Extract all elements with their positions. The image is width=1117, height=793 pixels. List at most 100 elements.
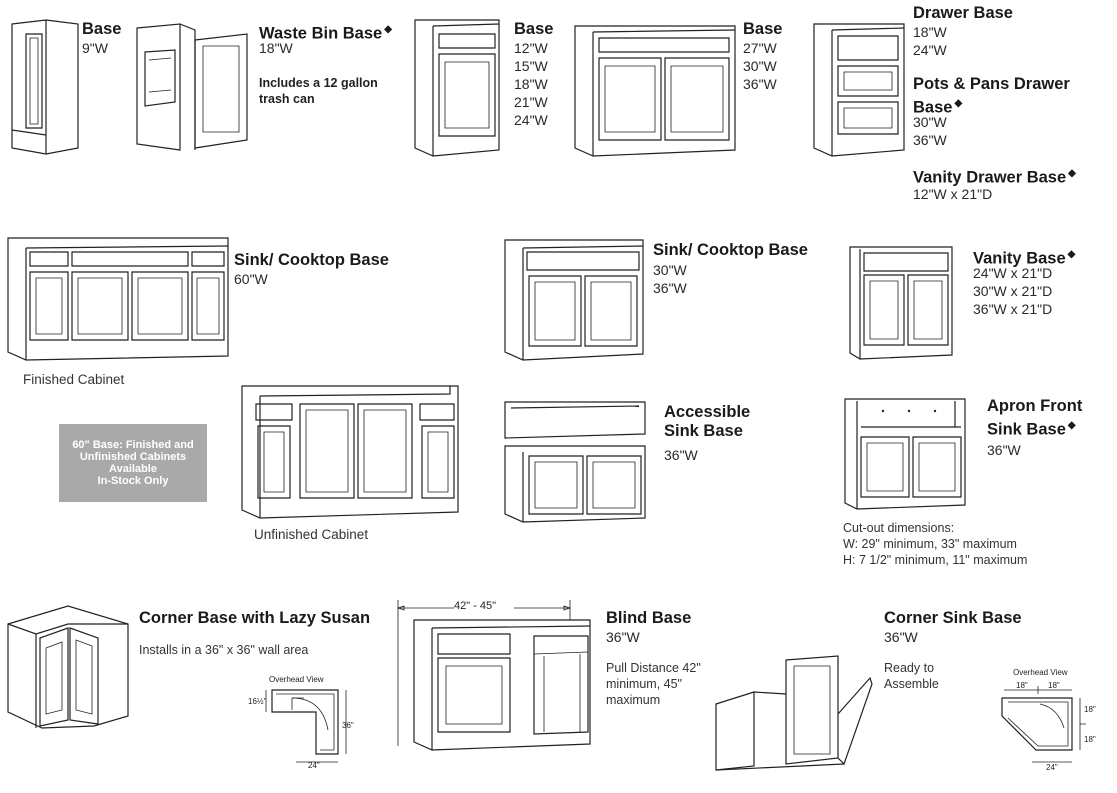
pots-pans-sizes: 30"W 36"W — [913, 113, 947, 149]
blind-base-size: 36"W — [606, 629, 640, 645]
drawer-base-illustration — [812, 22, 907, 160]
base-9w-title: Base — [82, 20, 122, 38]
diamond-icon: ◆ — [384, 24, 392, 35]
sink-60-size: 60"W — [234, 271, 268, 287]
blind-base-title: Blind Base — [606, 609, 692, 627]
in-stock-badge: 60" Base: Finished and Unfinished Cabine… — [59, 424, 207, 502]
size-item: 15"W — [514, 58, 548, 74]
finished-caption: Finished Cabinet — [23, 372, 125, 387]
base-12-24-illustration — [413, 18, 503, 158]
accessible-sink-illustration — [503, 400, 648, 525]
sink-30-36-sizes: 30"W 36"W — [653, 261, 687, 297]
sink-30-36-illustration — [503, 238, 647, 362]
base-27-36-illustration — [573, 24, 738, 159]
apron-cutout-title: Cut-out dimensions: — [843, 521, 955, 535]
lazy-overhead-diagram: 16½" 36" 24" — [248, 684, 354, 770]
pots-pans-title-line1: Pots & Pans Drawer — [913, 75, 1070, 93]
corner-dim-top2: 18" — [1048, 681, 1060, 690]
pots-pans-title-line2: Base◆ — [913, 94, 1070, 118]
size-item: 18"W — [514, 76, 548, 92]
apron-front-title: Apron Front Sink Base◆ — [987, 397, 1082, 440]
drawer-base-title: Drawer Base — [913, 4, 1013, 22]
lazy-susan-illustration — [6, 604, 131, 734]
corner-dim-top1: 18" — [1016, 681, 1028, 690]
blind-note-line1: Pull Distance 42" — [606, 661, 701, 675]
apron-front-title-line2: Sink Base◆ — [987, 416, 1082, 440]
apron-front-title-line1: Apron Front — [987, 397, 1083, 415]
waste-bin-note: Includes a 12 gallon trash can — [259, 76, 378, 106]
corner-sink-note-line2: Assemble — [884, 677, 939, 691]
diamond-icon: ◆ — [1067, 420, 1076, 431]
accessible-sink-title-line1: Accessible — [664, 403, 751, 421]
waste-bin-illustration — [135, 22, 250, 157]
size-item: 27"W — [743, 40, 777, 56]
vanity-base-illustration — [848, 243, 956, 361]
apron-front-size: 36"W — [987, 442, 1021, 458]
corner-sink-title: Corner Sink Base — [884, 609, 1022, 627]
size-item: 12"W — [514, 40, 548, 56]
corner-dim-r2: 18" — [1084, 735, 1096, 744]
vanity-base-title: Vanity Base◆ — [973, 245, 1075, 269]
lazy-overhead-label: Overhead View — [269, 675, 324, 684]
size-item: 36"W — [653, 280, 687, 296]
corner-sink-size: 36"W — [884, 629, 918, 645]
vanity-base-title-text: Vanity Base — [973, 249, 1066, 268]
pots-pans-title: Pots & Pans Drawer Base◆ — [913, 75, 1070, 118]
blind-note-line3: maximum — [606, 693, 661, 707]
in-stock-line2: Unfinished Cabinets — [79, 451, 187, 463]
size-item: 30"W — [913, 114, 947, 130]
sink-60-title: Sink/ Cooktop Base — [234, 251, 389, 269]
unfinished-caption: Unfinished Cabinet — [254, 527, 369, 542]
lazy-dim-a: 16½" — [248, 697, 267, 706]
corner-dim-bottom: 24" — [1046, 763, 1058, 772]
size-item: 24"W — [514, 112, 548, 128]
diamond-icon: ◆ — [1068, 168, 1076, 179]
blind-note-line2: minimum, 45" — [606, 677, 682, 691]
blind-base-illustration — [394, 596, 596, 764]
size-item: 30"W x 21"D — [973, 283, 1053, 299]
size-item: 24"W x 21"D — [973, 265, 1053, 281]
vanity-drawer-title-text: Vanity Drawer Base — [913, 168, 1067, 187]
apron-cutout-height: H: 7 1/2" minimum, 11" maximum — [843, 553, 1028, 567]
base-9w-illustration — [10, 18, 80, 158]
corner-sink-note: Ready to Assemble — [884, 660, 939, 692]
lazy-dim-b: 36" — [342, 721, 354, 730]
corner-dim-r1: 18" — [1084, 705, 1096, 714]
apron-front-title-line2-text: Sink Base — [987, 420, 1066, 439]
waste-bin-title: Waste Bin Base◆ — [259, 20, 392, 44]
diamond-icon: ◆ — [954, 98, 963, 109]
apron-cutout-width: W: 29" minimum, 33" maximum — [843, 537, 1017, 551]
lazy-susan-note: Installs in a 36" x 36" wall area — [139, 643, 309, 657]
lazy-susan-title: Corner Base with Lazy Susan — [139, 609, 371, 627]
accessible-sink-title: Accessible Sink Base — [664, 403, 750, 441]
base-27-36-sizes: 27"W 30"W 36"W — [743, 39, 777, 93]
in-stock-line4: In-Stock Only — [97, 475, 169, 487]
waste-bin-size: 18"W — [259, 40, 293, 56]
size-item: 36"W x 21"D — [973, 301, 1053, 317]
pots-pans-title-line2-text: Base — [913, 98, 953, 117]
base-27-36-title: Base — [743, 20, 783, 38]
base-9w-size: 9"W — [82, 40, 108, 56]
size-item: 24"W — [913, 42, 947, 58]
size-item: 36"W — [743, 76, 777, 92]
corner-sink-overhead-label: Overhead View — [1013, 668, 1068, 677]
sink-60-finished-illustration — [6, 236, 231, 362]
sink-60-unfinished-illustration — [240, 382, 462, 522]
accessible-sink-size: 36"W — [664, 447, 698, 463]
corner-sink-note-line1: Ready to — [884, 661, 935, 675]
base-12-24-sizes: 12"W 15"W 18"W 21"W 24"W — [514, 39, 548, 129]
lazy-dim-c: 24" — [308, 761, 320, 770]
vanity-drawer-title: Vanity Drawer Base◆ — [913, 164, 1076, 188]
corner-sink-illustration — [714, 654, 874, 772]
base-12-24-title: Base — [514, 20, 554, 38]
size-item: 18"W — [913, 24, 947, 40]
size-item: 30"W — [743, 58, 777, 74]
in-stock-line1: 60" Base: Finished and — [72, 439, 194, 451]
blind-dim-label: 42" - 45" — [454, 600, 497, 612]
sink-30-36-title: Sink/ Cooktop Base — [653, 241, 808, 259]
size-item: 36"W — [913, 132, 947, 148]
accessible-sink-title-line2: Sink Base — [664, 422, 743, 440]
waste-bin-title-text: Waste Bin Base — [259, 24, 383, 43]
drawer-base-sizes: 18"W 24"W — [913, 23, 947, 59]
vanity-drawer-size: 12"W x 21"D — [913, 186, 993, 202]
